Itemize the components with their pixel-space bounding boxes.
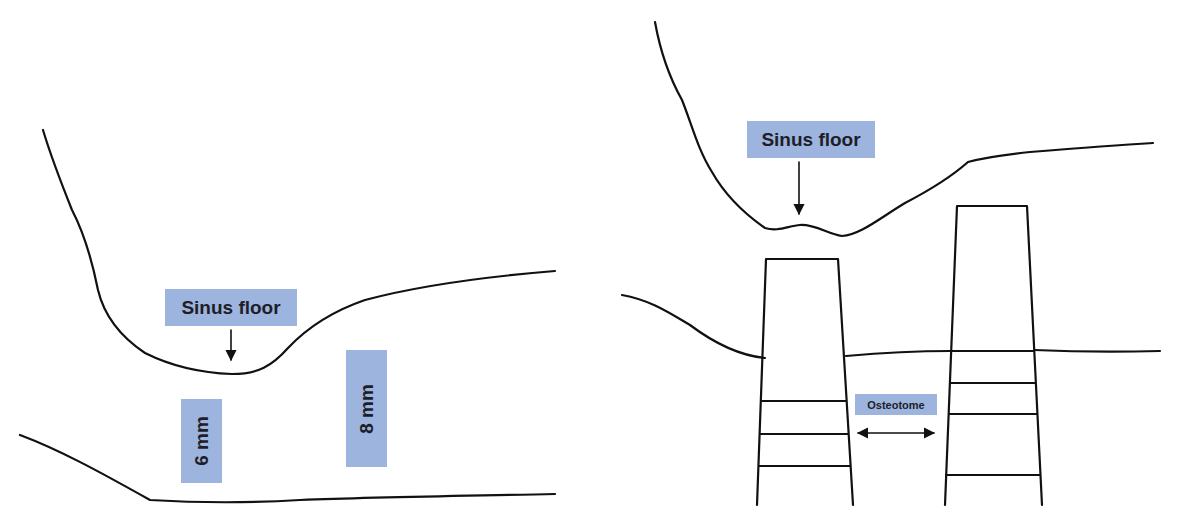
osteotome (945, 206, 1042, 505)
ridge-line (1034, 350, 1160, 352)
leader-arrow (798, 162, 800, 214)
sinus-floor-curve (43, 130, 555, 374)
ridge-line (622, 295, 765, 358)
label-box: Sinus floor (747, 121, 875, 158)
label-text: Sinus floor (181, 297, 280, 319)
label-text: 8 mm (356, 384, 378, 434)
double-arrow (858, 432, 934, 434)
osteotome (757, 259, 853, 505)
label-box: Sinus floor (165, 289, 297, 326)
label-text: 6 mm (191, 416, 213, 466)
label-box: Osteotome (855, 394, 937, 415)
ridge-line (20, 435, 555, 502)
sinus-floor-curve (655, 22, 1153, 236)
ridge-line (846, 351, 950, 356)
label-box: 8 mm (346, 350, 387, 467)
label-box: 6 mm (181, 399, 222, 483)
label-text: Sinus floor (761, 129, 860, 151)
label-text: Osteotome (867, 399, 924, 411)
leader-arrow (230, 330, 232, 360)
